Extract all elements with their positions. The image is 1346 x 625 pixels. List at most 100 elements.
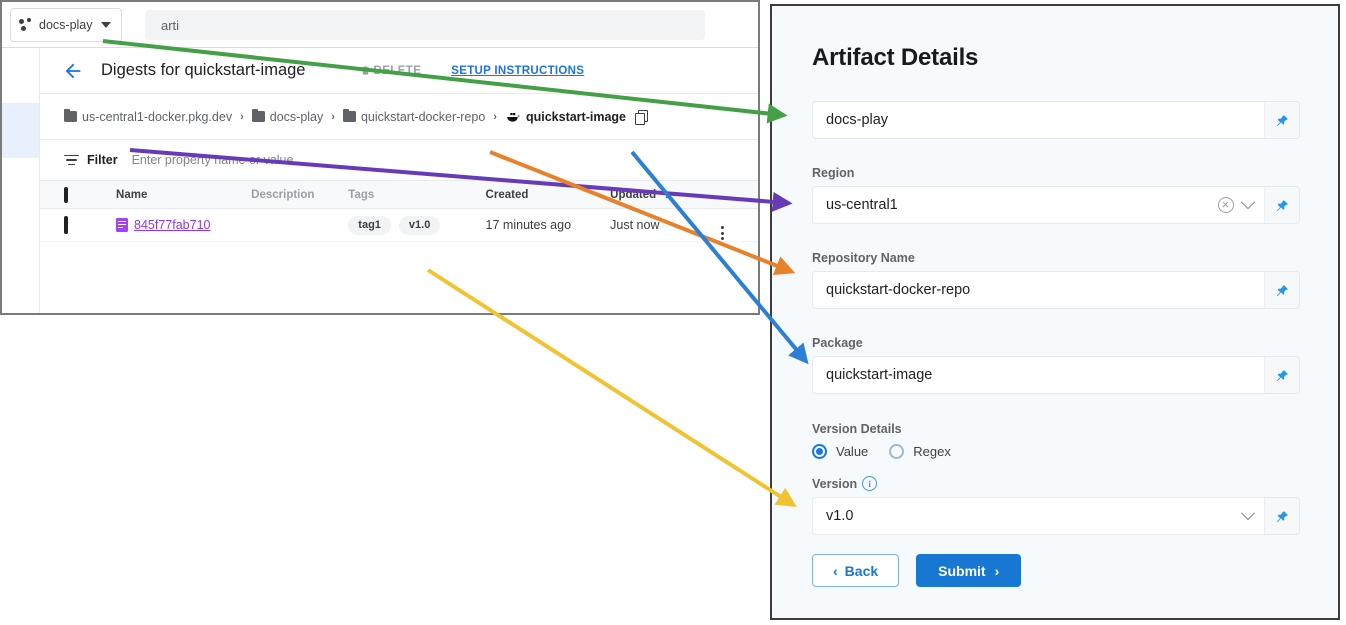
version-details-radio-group: Value Regex: [812, 444, 1300, 459]
breadcrumb-separator: ›: [240, 110, 244, 123]
version-field-value[interactable]: v1.0: [813, 498, 1243, 534]
breadcrumb-item-project[interactable]: docs-play: [251, 108, 324, 124]
console-left-rail: [2, 48, 40, 313]
column-header-description[interactable]: Description: [251, 188, 315, 201]
row-menu-cell: [716, 209, 758, 242]
radio-regex-label: Regex: [913, 444, 951, 459]
package-field-row[interactable]: quickstart-image: [812, 356, 1300, 394]
breadcrumb-label: quickstart-image: [525, 109, 626, 124]
back-button-label: Back: [844, 562, 879, 579]
pin-button[interactable]: [1264, 498, 1299, 534]
setup-instructions-link[interactable]: SETUP INSTRUCTIONS: [451, 64, 585, 77]
field-region: Region us-central1: [812, 166, 1300, 224]
copy-icon[interactable]: [635, 109, 648, 125]
field-package: Package quickstart-image: [812, 336, 1300, 394]
breadcrumb-separator: ›: [493, 110, 497, 123]
folder-icon: [251, 108, 265, 122]
sort-descending-icon: ↓: [664, 188, 670, 201]
row-name-cell: 845f77fab710: [116, 209, 251, 242]
search-input-value: arti: [161, 17, 180, 33]
column-header-name[interactable]: Name: [116, 188, 148, 201]
chevron-down-icon[interactable]: [1240, 506, 1256, 521]
breadcrumb: us-central1-docker.pkg.dev › docs-play ›…: [40, 94, 758, 140]
console-content-area: Digests for quickstart-image DELETE SETU…: [40, 48, 758, 313]
filter-icon[interactable]: [64, 154, 79, 166]
chevron-left-icon: ‹: [833, 562, 838, 579]
field-repository-name: Repository Name quickstart-docker-repo: [812, 251, 1300, 309]
column-header-updated-label: Updated: [610, 188, 657, 201]
digest-link[interactable]: 845f77fab710: [134, 218, 211, 232]
project-field-row[interactable]: docs-play: [812, 101, 1300, 139]
docker-whale-icon: [506, 112, 520, 122]
back-arrow-icon[interactable]: [62, 60, 84, 82]
back-button[interactable]: ‹ Back: [812, 554, 900, 587]
version-details-label: Version Details: [812, 422, 902, 436]
select-all-header: [40, 181, 116, 209]
column-header-updated[interactable]: Updated ↓: [610, 181, 716, 209]
package-field-label: Package: [812, 336, 863, 350]
breadcrumb-item-repository[interactable]: quickstart-docker-repo: [342, 108, 486, 124]
radio-value-label: Value: [836, 444, 869, 459]
row-select-cell: [40, 209, 116, 242]
trash-icon: [361, 66, 369, 75]
breadcrumb-label: us-central1-docker.pkg.dev: [82, 109, 233, 124]
pin-button[interactable]: [1264, 102, 1299, 138]
field-version: Version i v1.0: [812, 476, 1300, 535]
gcp-console-window: docs-play arti Digests for quickstart-im…: [0, 0, 760, 315]
row-description-cell: [251, 209, 348, 242]
info-icon[interactable]: i: [862, 476, 878, 491]
breadcrumb-item-registry[interactable]: us-central1-docker.pkg.dev: [64, 108, 233, 124]
select-all-checkbox[interactable]: [64, 186, 68, 203]
pin-icon: [1276, 114, 1288, 126]
project-selector[interactable]: docs-play: [10, 8, 122, 42]
column-header-created[interactable]: Created: [485, 188, 529, 201]
field-project: docs-play: [812, 101, 1300, 139]
pin-icon: [1276, 284, 1288, 296]
pin-icon: [1276, 199, 1288, 211]
breadcrumb-label: docs-play: [269, 109, 324, 124]
pin-button[interactable]: [1264, 187, 1299, 223]
pin-icon: [1276, 510, 1288, 522]
breadcrumb-label: quickstart-docker-repo: [360, 109, 486, 124]
chevron-down-icon[interactable]: [1240, 195, 1256, 210]
radio-regex[interactable]: [889, 444, 905, 459]
panel-title: Artifact Details: [812, 44, 979, 71]
region-field-label: Region: [812, 166, 855, 180]
radio-value[interactable]: [812, 444, 827, 459]
column-header-tags[interactable]: Tags: [348, 188, 375, 201]
pin-button[interactable]: [1264, 272, 1299, 308]
artifact-details-panel: Artifact Details docs-play Region us-cen…: [770, 4, 1340, 620]
column-header-menu: [716, 181, 758, 209]
chevron-down-icon: [100, 22, 111, 28]
region-field-value[interactable]: us-central1: [813, 187, 1218, 223]
table-header-row: Name Description Tags Created Updated ↓: [40, 180, 758, 209]
row-checkbox[interactable]: [64, 216, 68, 234]
breadcrumb-item-package: quickstart-image: [505, 110, 626, 124]
delete-button[interactable]: DELETE: [360, 64, 422, 77]
page-title: Digests for quickstart-image: [101, 61, 306, 79]
repository-name-field-value[interactable]: quickstart-docker-repo: [813, 272, 1264, 308]
region-field-row[interactable]: us-central1: [812, 186, 1300, 224]
console-top-bar: docs-play arti: [2, 2, 758, 48]
project-field-value[interactable]: docs-play: [813, 102, 1264, 138]
pin-button[interactable]: [1264, 357, 1299, 393]
project-selector-label: docs-play: [39, 18, 93, 32]
tag-badge: v1.0: [398, 215, 441, 235]
field-version-details: Version Details Value Regex: [812, 422, 1300, 459]
repository-name-field-row[interactable]: quickstart-docker-repo: [812, 271, 1300, 309]
version-label-text: Version: [812, 476, 858, 491]
filter-bar: Filter Enter property name or value: [40, 140, 758, 180]
delete-button-label: DELETE: [373, 64, 422, 77]
clear-circle-icon[interactable]: [1218, 197, 1234, 213]
package-field-value[interactable]: quickstart-image: [813, 357, 1264, 393]
rail-active-indicator: [2, 103, 39, 158]
digest-doc-icon: [116, 218, 129, 232]
chevron-right-icon: ›: [994, 562, 1000, 579]
version-field-row[interactable]: v1.0: [812, 497, 1300, 535]
submit-button[interactable]: Submit ›: [916, 554, 1022, 587]
filter-input[interactable]: Enter property name or value: [131, 153, 294, 167]
search-input[interactable]: arti: [145, 10, 705, 40]
repository-name-field-label: Repository Name: [812, 251, 915, 265]
version-field-label: Version i: [812, 476, 1300, 491]
